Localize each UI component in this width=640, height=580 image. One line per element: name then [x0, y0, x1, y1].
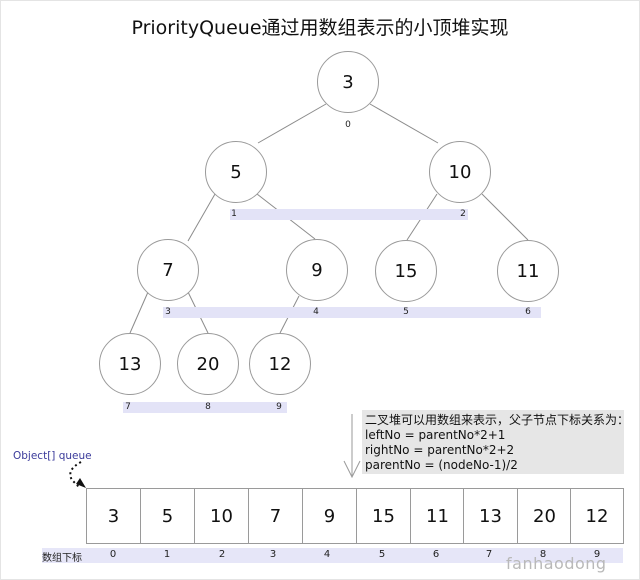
node-index-6: 6 [525, 307, 531, 317]
cell-value: 12 [585, 505, 609, 527]
node-value: 3 [342, 71, 354, 93]
array-index-3: 3 [269, 549, 277, 560]
cell-value: 3 [107, 505, 120, 527]
cell-value: 9 [323, 505, 336, 527]
cell-value: 15 [372, 505, 395, 527]
node-value: 7 [162, 259, 174, 281]
node-value: 20 [196, 353, 220, 375]
array-cell-1: 5 [140, 488, 195, 544]
queue-pointer-arrow-icon [69, 461, 86, 488]
node-value: 15 [394, 260, 418, 282]
note-line: parentNo = (nodeNo-1)/2 [365, 458, 518, 472]
cell-value: 20 [533, 505, 556, 527]
array-index-4: 4 [323, 549, 331, 560]
node-index-8: 8 [205, 402, 211, 412]
array-index-6: 6 [432, 549, 440, 560]
array-cell-7: 13 [463, 488, 518, 544]
watermark: fanhaodong [506, 554, 607, 573]
node-index-0: 0 [345, 120, 351, 130]
note-line: leftNo = parentNo*2+1 [365, 428, 506, 442]
array-cell-3: 7 [248, 488, 303, 544]
heap-node-0: 3 [317, 51, 379, 113]
node-index-4: 4 [313, 307, 319, 317]
array-index-9: 9 [593, 549, 601, 560]
array-cell-9: 12 [570, 488, 624, 544]
tree-edges [129, 103, 529, 334]
node-value: 10 [448, 161, 472, 183]
node-index-3: 3 [165, 307, 171, 317]
node-value: 5 [230, 161, 242, 183]
cell-value: 11 [426, 505, 449, 527]
index-relation-note: 二叉堆可以用数组来表示，父子节点下标关系为： leftNo = parentNo… [362, 410, 630, 474]
node-value: 12 [268, 353, 292, 375]
array-index-strip [42, 548, 623, 563]
array-index-8: 8 [539, 549, 547, 560]
node-index-1: 1 [231, 209, 237, 219]
array-cell-0: 3 [86, 488, 141, 544]
array-index-0: 0 [109, 549, 117, 560]
array-cell-6: 11 [410, 488, 465, 544]
array-index-1: 1 [163, 549, 171, 560]
level2-index-strip [163, 307, 541, 318]
cell-value: 7 [269, 505, 282, 527]
node-index-7: 7 [125, 402, 131, 412]
cell-value: 10 [210, 505, 233, 527]
level3-index-strip [123, 402, 287, 413]
level1-index-strip [230, 209, 468, 220]
heap-node-5: 15 [375, 240, 437, 302]
heap-node-7: 13 [99, 333, 161, 395]
cell-value: 5 [161, 505, 174, 527]
array-index-2: 2 [218, 549, 226, 560]
node-value: 9 [311, 259, 323, 281]
note-line: 二叉堆可以用数组来表示，父子节点下标关系为： [365, 413, 630, 427]
array-index-label: 数组下标 [42, 553, 82, 564]
heap-node-2: 10 [429, 141, 491, 203]
array-cell-4: 9 [302, 488, 357, 544]
node-index-5: 5 [403, 307, 409, 317]
node-index-9: 9 [276, 402, 282, 412]
heap-node-3: 7 [137, 239, 199, 301]
node-index-2: 2 [460, 209, 466, 219]
cell-value: 13 [479, 505, 502, 527]
array-index-5: 5 [378, 549, 386, 560]
heap-node-9: 12 [249, 333, 311, 395]
queue-array-label: Object[] queue [13, 450, 92, 462]
array-cell-5: 15 [356, 488, 411, 544]
array-cell-8: 20 [517, 488, 572, 544]
node-value: 13 [118, 353, 142, 375]
node-value: 11 [516, 260, 540, 282]
note-arrow-icon [343, 414, 361, 479]
array-cell-2: 10 [194, 488, 249, 544]
heap-node-6: 11 [497, 240, 559, 302]
heap-node-8: 20 [177, 333, 239, 395]
heap-node-1: 5 [205, 141, 267, 203]
array-index-7: 7 [485, 549, 493, 560]
heap-node-4: 9 [286, 239, 348, 301]
note-line: rightNo = parentNo*2+2 [365, 443, 515, 457]
diagram-title: PriorityQueue通过用数组表示的小顶堆实现 [131, 17, 509, 39]
